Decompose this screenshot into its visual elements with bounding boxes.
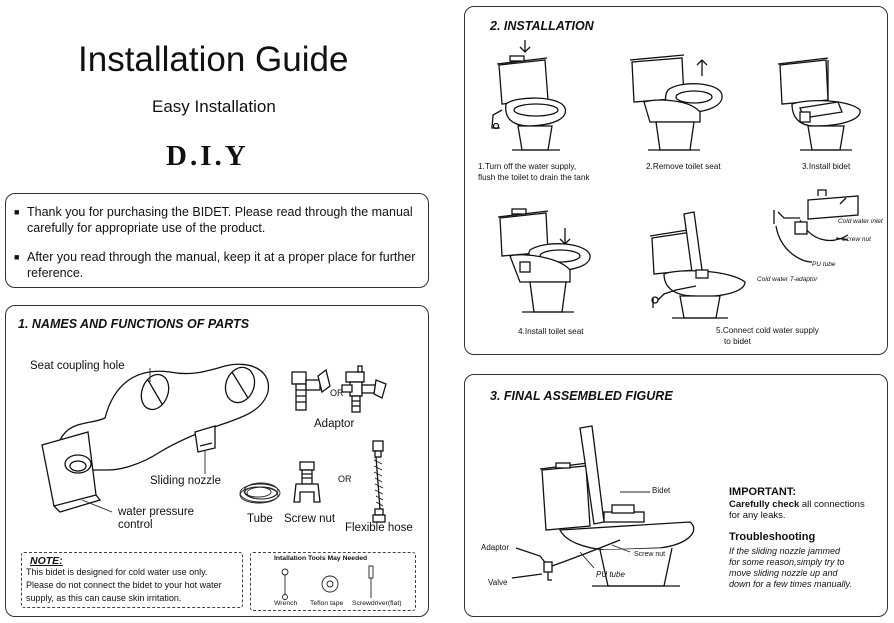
seat-coupling-hole-label: Seat coupling hole xyxy=(30,360,125,372)
step1-caption-1: 1.Turn off the water supply, xyxy=(478,162,577,171)
troubleshooting-heading: Troubleshooting xyxy=(729,531,816,543)
page-subtitle: Easy Installation xyxy=(152,97,276,116)
important-line-1: Carefully check all connections xyxy=(729,499,865,510)
final-label-adaptor: Adaptor xyxy=(481,543,510,552)
important-rest: all connections xyxy=(799,499,865,510)
final-title: 3. FINAL ASSEMBLED FIGURE xyxy=(490,389,673,403)
note-heading: NOTE: xyxy=(30,555,63,567)
tool-label-teflon: Teflon tape xyxy=(310,600,344,607)
intro-bullet-2: ■ After you read through the manual, kee… xyxy=(14,250,416,280)
page-title: Installation Guide xyxy=(78,40,349,79)
screw-nut-label: Screw nut xyxy=(284,513,336,525)
final-box xyxy=(464,374,888,617)
label-cold-water-inlet: Cold water inlet xyxy=(838,218,883,225)
water-pressure-label: water pressure xyxy=(118,506,195,518)
important-line-2: for any leaks. xyxy=(729,510,786,521)
diy-label: D.I.Y xyxy=(166,140,249,172)
flexible-hose-label: Flexible hose xyxy=(345,522,413,534)
tools-heading: Intallation Tools May Needed xyxy=(274,555,368,562)
step5-caption-1: 5.Connect cold water supply xyxy=(716,326,819,335)
step1-caption-2: flush the toilet to drain the tank xyxy=(478,173,590,182)
step2-caption: 2.Remove toilet seat xyxy=(646,162,721,171)
water-pressure-label-2: control xyxy=(118,519,153,531)
step4-caption: 4.Install toilet seat xyxy=(518,327,584,336)
adaptor-label: Adaptor xyxy=(314,418,355,430)
final-label-screw-nut: Screw nut xyxy=(634,551,666,558)
final-label-bidet: Bidet xyxy=(652,486,671,495)
label-t-adaptor: Cold water T-adaptor xyxy=(757,276,818,283)
final-label-pu-tube: PU tube xyxy=(596,570,625,579)
note-line-3: supply, as this can cause skin irritatio… xyxy=(26,593,182,603)
or-label-2: OR xyxy=(338,474,352,484)
troubleshooting-line-2: for some reason,simply try to xyxy=(729,557,845,567)
tool-label-wrench: Wrench xyxy=(274,600,298,607)
important-emphasis: Carefully check xyxy=(729,499,800,510)
tools-box xyxy=(250,552,416,611)
important-heading: IMPORTANT: xyxy=(729,486,797,498)
troubleshooting-line-4: down for a few times manually. xyxy=(729,579,852,589)
bullet-icon: ■ xyxy=(14,207,20,217)
step5-caption-2: to bidet xyxy=(724,337,751,346)
bullet-icon: ■ xyxy=(14,252,20,262)
parts-title: 1. NAMES AND FUNCTIONS OF PARTS xyxy=(18,317,250,331)
troubleshooting-line-1: If the sliding nozzle jammed xyxy=(729,546,841,556)
tube-label: Tube xyxy=(247,513,273,525)
sliding-nozzle-label: Sliding nozzle xyxy=(150,475,221,487)
note-line-1: This bidet is designed for cold water us… xyxy=(26,567,208,577)
parts-box xyxy=(5,305,429,617)
tool-label-screwdriver: Screwdriver(flat) xyxy=(352,600,402,607)
or-label-1: OR xyxy=(330,388,344,398)
intro-box: ■ Thank you for purchasing the BIDET. Pl… xyxy=(5,193,429,288)
note-box xyxy=(21,552,243,608)
intro-bullet-1: ■ Thank you for purchasing the BIDET. Pl… xyxy=(14,205,413,235)
label-pu-tube-2: PU tube xyxy=(812,261,836,268)
troubleshooting-line-3: move sliding nozzle up and xyxy=(729,568,838,578)
label-screw-nut-2: Screw nut xyxy=(842,236,871,243)
note-line-2: Please do not connect the bidet to your … xyxy=(26,580,222,590)
installation-box xyxy=(464,6,888,355)
installation-title: 2. INSTALLATION xyxy=(490,19,594,33)
final-label-valve: Valve xyxy=(488,578,508,587)
step3-caption: 3.Install bidet xyxy=(802,162,851,171)
